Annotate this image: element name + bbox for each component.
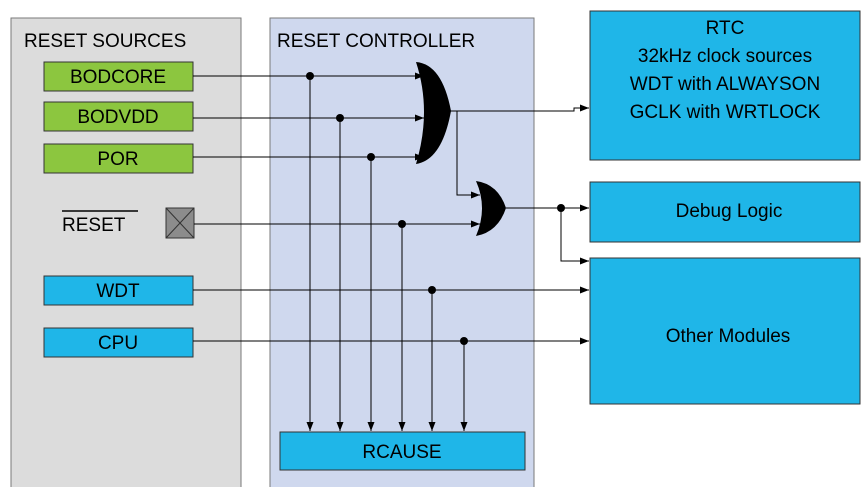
bodcore-block <box>43 61 194 92</box>
rtc-line-3: WDT with ALWAYSON <box>630 74 820 95</box>
other-modules-label: Other Modules <box>666 326 791 347</box>
rtc-line-2: 32kHz clock sources <box>638 46 812 67</box>
junction-dot <box>336 114 344 122</box>
junction-dot <box>306 72 314 80</box>
crossed-pad-icon <box>165 207 195 239</box>
junction-dots <box>306 72 565 345</box>
bodvdd-label: BODVDD <box>77 107 158 128</box>
por-label: POR <box>97 149 138 170</box>
junction-dot <box>367 153 375 161</box>
or1-to-or2-wire <box>456 111 480 199</box>
reset-controller-title: RESET CONTROLLER <box>277 31 475 52</box>
rcause-block <box>279 431 526 471</box>
reset-pin-label: RESET <box>62 215 126 236</box>
bodvdd-block <box>43 101 194 132</box>
or-gate-icon <box>416 62 451 164</box>
debug-logic-block <box>589 181 861 243</box>
junction-dot <box>460 337 468 345</box>
or-gate-icon <box>476 181 506 236</box>
or1-to-rtc-wire <box>448 104 589 112</box>
debug-logic-label: Debug Logic <box>676 201 783 222</box>
cpu-block <box>43 327 194 358</box>
reset-sources-title: RESET SOURCES <box>24 31 186 52</box>
bodcore-label: BODCORE <box>70 67 166 88</box>
reset-sources-panel <box>10 17 242 487</box>
rcause-label: RCAUSE <box>362 442 441 463</box>
junction-dot <box>428 286 436 294</box>
por-block <box>43 143 194 174</box>
rtc-line-4: GCLK with WRTLOCK <box>630 102 821 123</box>
other-modules-block <box>589 257 861 405</box>
wires <box>193 72 589 431</box>
junction-dot <box>398 220 406 228</box>
wdt-label: WDT <box>96 281 140 302</box>
rtc-line-1: RTC <box>706 18 745 39</box>
junction-dot <box>557 204 565 212</box>
cpu-label: CPU <box>98 333 138 354</box>
rtc-block <box>589 10 861 161</box>
wdt-block <box>43 275 194 306</box>
or2-to-other-wire <box>560 208 589 265</box>
